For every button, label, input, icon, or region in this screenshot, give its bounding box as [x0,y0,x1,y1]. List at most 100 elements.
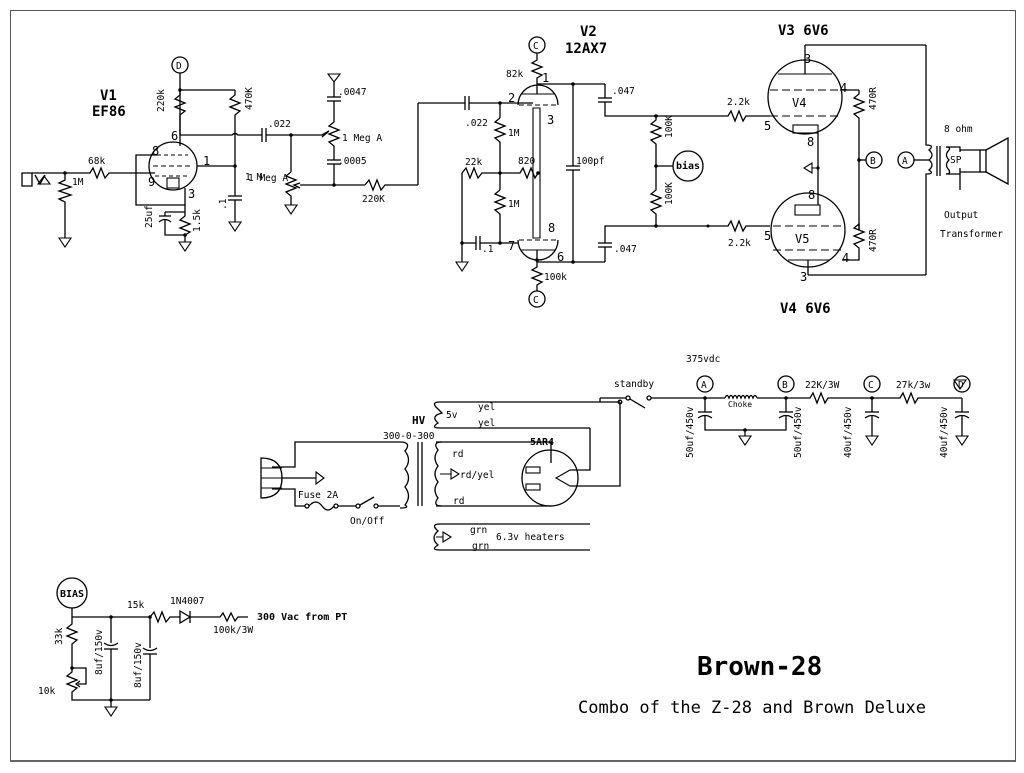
bias-supply: BIAS 15k 33k 10k 8uf/150v 8uf/150v 1N400… [38,577,347,717]
svg-text:grn: grn [472,541,489,552]
svg-text:A: A [902,156,908,167]
svg-text:2: 2 [508,91,515,105]
v2-stage: V2 12AX7 .022 C 82k 1 2 3 1M 22k 820 1M [455,24,656,308]
svg-text:3: 3 [547,113,554,127]
input-jack-icon[interactable] [21,172,65,187]
svg-text:A: A [701,380,707,391]
svg-text:B: B [870,156,876,167]
svg-text:8: 8 [807,135,814,149]
input-resistor [65,166,136,180]
svg-text:On/Off: On/Off [350,516,384,527]
svg-text:12AX7: 12AX7 [565,41,607,57]
svg-text:820: 820 [518,156,535,167]
volume-pot[interactable] [284,171,298,205]
svg-text:50uf/450v: 50uf/450v [793,406,804,458]
choke-icon [724,394,758,400]
svg-text:8uf/150v: 8uf/150v [133,642,144,688]
node-d-supply [953,375,971,393]
svg-text:8 ohm: 8 ohm [944,124,973,135]
tone-stack: .022 .0047 1 Meg A .0005 1 Meg A 220K [248,73,465,215]
speaker-icon [960,136,1009,186]
svg-text:470R: 470R [868,87,879,110]
svg-text:100k: 100k [544,272,567,283]
svg-text:V3 6V6: V3 6V6 [778,23,829,39]
svg-text:4: 4 [842,251,849,265]
svg-text:V4: V4 [792,96,806,110]
svg-text:6: 6 [171,129,178,143]
svg-text:V2: V2 [580,24,597,40]
node-c-bottom [528,290,546,308]
power-stage: V3 6V6 V4 6V6 100K bias 100K 2.2k 2.2k V… [649,23,1009,390]
svg-text:.0047: .0047 [338,87,367,98]
svg-text:100k/3W: 100k/3W [213,625,253,636]
svg-text:7: 7 [508,239,515,253]
svg-text:V4 6V6: V4 6V6 [780,301,831,317]
svg-text:standby: standby [614,379,654,390]
svg-text:5AR4: 5AR4 [530,437,554,448]
svg-text:8: 8 [548,221,555,235]
svg-text:300-0-300: 300-0-300 [383,431,435,442]
svg-text:C: C [868,380,874,391]
power-switch[interactable] [355,503,361,509]
svg-text:1M: 1M [508,128,520,139]
diode-icon [179,609,192,625]
svg-text:HV: HV [412,414,426,427]
fuse-icon [308,501,335,511]
svg-text:3: 3 [804,52,811,66]
node-a-supply [696,375,714,393]
svg-text:.1: .1 [482,244,494,255]
svg-text:1 M: 1 M [245,172,262,183]
bias-pot[interactable] [65,668,111,701]
svg-text:BIAS: BIAS [60,589,84,600]
svg-text:1M: 1M [508,199,520,210]
svg-text:grn: grn [470,525,487,536]
svg-text:bias: bias [676,160,700,172]
grid-leak-label: 1M [72,177,84,188]
node-b-supply [777,375,795,393]
schematic-title: Brown-28 [697,652,822,682]
svg-text:D: D [958,380,964,391]
svg-text:B: B [782,380,788,391]
svg-text:V5: V5 [795,232,809,246]
svg-text:22k: 22k [465,157,482,168]
svg-text:8uf/150v: 8uf/150v [94,629,105,675]
svg-text:.047: .047 [612,86,635,97]
svg-text:40uf/450v: 40uf/450v [939,406,950,458]
plate-resistor [173,90,187,135]
node-b-amp [865,151,883,169]
svg-text:yel: yel [478,402,495,413]
svg-text:Choke: Choke [728,400,752,409]
svg-text:Fuse 2A: Fuse 2A [298,490,338,501]
treble-pot[interactable] [327,101,341,160]
svg-text:100K: 100K [664,115,675,138]
power-supply: HV 300-0-300 Fuse 2A On/Off rd rd/yel [260,354,971,552]
svg-text:Output: Output [944,210,978,221]
svg-text:rd: rd [453,496,464,507]
svg-text:yel: yel [478,418,495,429]
svg-text:1 Meg A: 1 Meg A [342,133,382,144]
svg-text:82k: 82k [506,69,523,80]
svg-text:8: 8 [808,188,815,202]
v1-stage: V1 EF86 1M 68k 6 8 9 1 3 D [21,56,262,252]
svg-text:8: 8 [152,144,159,158]
svg-text:220K: 220K [362,194,385,205]
schematic-frame [10,10,1016,762]
svg-text:1.5k: 1.5k [192,209,203,232]
screen-resistor [228,90,242,135]
svg-text:SP: SP [950,155,962,166]
svg-text:C: C [533,295,539,306]
standby-switch[interactable] [625,395,631,401]
output-transformer-icon: SP [925,45,967,390]
svg-text:.022: .022 [465,118,488,129]
grid-leak-resistor [56,173,74,238]
svg-text:rd/yel: rd/yel [460,470,494,481]
svg-text:33k: 33k [54,628,65,645]
svg-text:5: 5 [764,119,771,133]
svg-text:27k/3w: 27k/3w [896,380,931,391]
svg-text:22K/3W: 22K/3W [805,380,840,391]
v1-label: V1 [100,88,117,104]
svg-text:6: 6 [557,250,564,264]
svg-text:5: 5 [764,229,771,243]
svg-text:.1: .1 [218,198,229,210]
